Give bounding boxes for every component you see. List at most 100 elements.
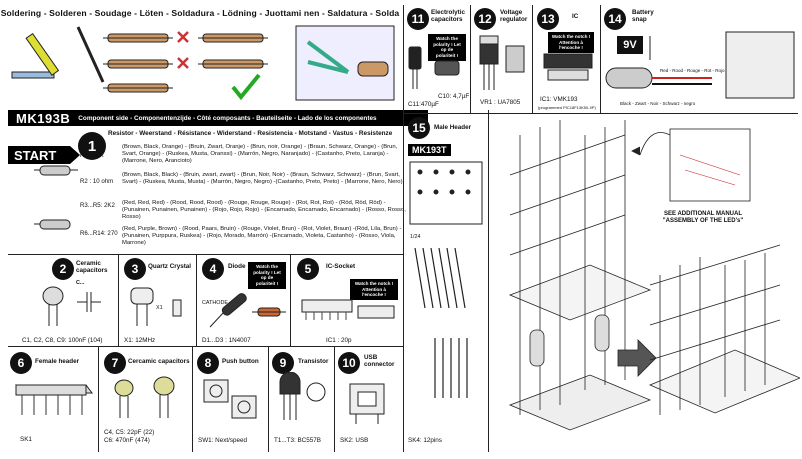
divider (403, 113, 798, 114)
step-10-number: 10 (338, 352, 360, 374)
divider (532, 5, 533, 113)
r2-colors: (Brown, Black, Black) - (Bruin, zwart, z… (122, 172, 403, 186)
divider (403, 5, 404, 113)
step-1-number: 1 (78, 132, 106, 160)
step-5-number: 5 (297, 258, 319, 280)
r3-r5-colors: (Red, Red, Red) - (Rood, Rood, Rood) - (… (122, 200, 406, 221)
step-11-number: 11 (407, 8, 429, 30)
step-11-warning: Watch the polarity ! Let op de polaritei… (428, 34, 466, 61)
divider (118, 254, 119, 346)
r6-r14-name: R6...R14: 270 (80, 230, 118, 237)
ceramic-capacitor-illustration (42, 286, 101, 326)
step-15-title: Male Header (434, 124, 472, 131)
step-5-part: IC1 : 20p (326, 337, 352, 344)
step-11-part1: C10: 4,7µF (438, 93, 470, 100)
step-13-warning: Watch the notch ! Attention à l'encoche … (548, 32, 594, 54)
step-14-title: Battery snap (632, 9, 654, 24)
transistor-illustration (279, 372, 326, 420)
r6-r14-colors: (Red, Purple, Brown) - (Rood, Paars, Bru… (122, 226, 402, 247)
divider (600, 5, 601, 113)
step-9-title: Transistor (298, 358, 329, 365)
ic-socket-illustration (301, 299, 395, 320)
step-4-part: D1...D3 : 1N4007 (202, 337, 251, 344)
step-4-number: 4 (202, 258, 224, 280)
divider (8, 346, 403, 347)
step-10-title: USB connector (364, 354, 395, 369)
mk193t-code: MK193T (408, 144, 451, 156)
step-10-part: SK2: USB (340, 437, 369, 444)
r2-name: R2 : 10 ohm (80, 178, 114, 185)
divider (290, 254, 291, 346)
divider (488, 110, 489, 452)
step-12-title: Voltage regulator (500, 9, 528, 24)
voltage-regulator-illustration (479, 35, 525, 90)
step-3-part: X1: 12MHz (124, 337, 156, 344)
step-7-title: Cercamic capacitors (128, 358, 190, 365)
step-4-warning: Watch the polarity ! Let op de polaritei… (248, 262, 286, 289)
component-side-bar: MK193B Component side - Componentenzijde… (8, 110, 428, 126)
push-button-illustration (203, 379, 257, 419)
red-colors: Red - Rood - Rouge - Rot - Rojo (660, 68, 725, 73)
battery-snap-illustration (605, 31, 795, 99)
kit-code: MK193B (16, 110, 71, 126)
r1-name: R1 : 10K (80, 152, 104, 159)
manual-line1: SEE ADDITIONAL MANUAL (664, 211, 742, 217)
r1-colors: (Brown, Black, Orange) - (Bruin, Zwart, … (122, 144, 398, 165)
usb-connector-illustration (349, 383, 385, 424)
divider (192, 346, 193, 452)
step-11-title: Electrolytic capacitors (431, 9, 465, 24)
step-14-number: 14 (604, 8, 626, 30)
cathode-label: CATHODE (202, 300, 228, 306)
resistor-illustration (34, 165, 78, 230)
diode-illustration (209, 293, 286, 328)
female-header-illustration (15, 384, 93, 415)
pin-label: 1/24 (410, 234, 421, 240)
step-2-title: Ceramic capacitors (76, 260, 108, 275)
ic-illustration (543, 53, 593, 81)
step-7-number: 7 (104, 352, 126, 374)
divider (8, 254, 403, 255)
step-5-warning: Watch the notch ! Attention à l'encoche … (350, 279, 398, 301)
step-11-part2: C11:470µF (408, 101, 439, 108)
step-6-number: 6 (10, 352, 32, 374)
step-12-part: VR1 : UA7805 (480, 99, 521, 106)
step-13-part: IC1: VMK193 (540, 96, 578, 103)
step-8-part: SW1: Next/speed (198, 437, 247, 444)
step-13-sub: (programmed PIC18F13K50-I/P) (538, 105, 596, 110)
step-15-part: SK4: 12pins (408, 437, 442, 444)
male-header-illustration (414, 247, 468, 398)
step-15-number: 15 (408, 117, 430, 139)
step-13-title: IC (572, 13, 579, 20)
electrolytic-capacitor-illustration (408, 46, 460, 89)
step-3-title: Quartz Crystal (148, 263, 192, 270)
soldering-illustration (11, 25, 395, 101)
manual-line2: "ASSEMBLY OF THE LED's" (662, 218, 744, 224)
divider (470, 5, 471, 113)
step-13-number: 13 (537, 8, 559, 30)
crystal-illustration (130, 287, 182, 326)
step-4-title: Diode (228, 263, 246, 270)
c-mark: C... (76, 280, 85, 286)
step-6-title: Female header (35, 358, 80, 365)
divider (334, 346, 335, 452)
divider (196, 254, 197, 346)
step-9-part: T1...T3: BC557B (274, 437, 321, 444)
ceramic-capacitor-small-illustration (114, 376, 175, 418)
step-5-title: IC-Socket (326, 263, 356, 270)
step-7-part2: C6: 470nF (474) (104, 437, 150, 444)
9v-label: 9V (617, 36, 643, 54)
step-1-heading: Resistor - Weerstand - Résistance - Wide… (108, 130, 393, 137)
component-side-text: Component side - Componentenzijde - Côté… (78, 114, 377, 122)
step-9-number: 9 (272, 352, 294, 374)
assembly-drawing (508, 120, 800, 431)
page-title: Soldering - Solderen - Soudage - Löten -… (0, 8, 400, 18)
step-8-title: Push button (222, 358, 259, 365)
step-3-number: 3 (124, 258, 146, 280)
divider (268, 346, 269, 452)
divider (98, 346, 99, 452)
pcb-illustration (409, 161, 483, 225)
step-12-number: 12 (474, 8, 496, 30)
divider (403, 110, 404, 452)
step-2-number: 2 (52, 258, 74, 280)
step-8-number: 8 (197, 352, 219, 374)
